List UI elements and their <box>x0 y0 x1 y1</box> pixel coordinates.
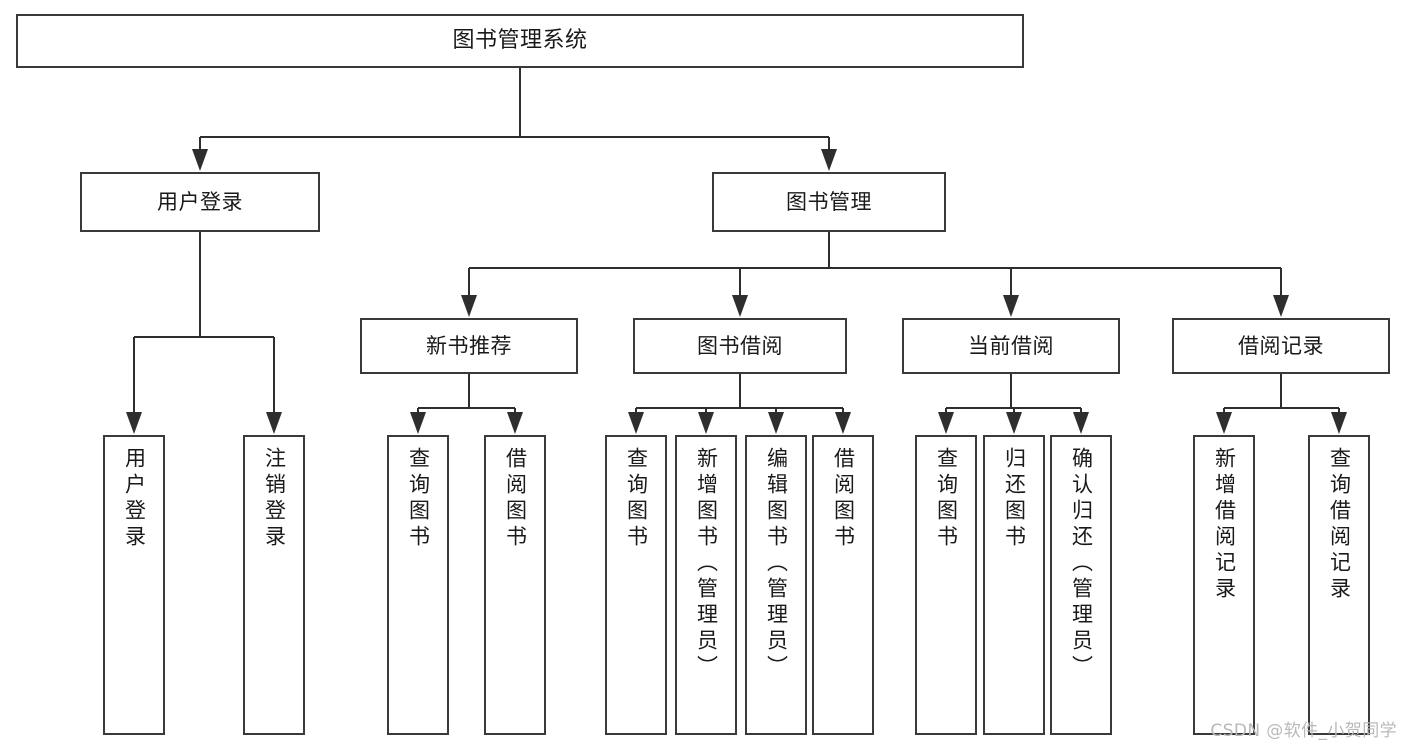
node-leaf-confirm-return[interactable]: 确认归还（管理员） <box>1050 435 1112 735</box>
node-book-manage[interactable]: 图书管理 <box>712 172 946 232</box>
node-label-root: 图书管理系统 <box>452 28 588 54</box>
node-leaf-borrow-book-rec[interactable]: 借阅图书 <box>484 435 546 735</box>
node-label-new-book-recommend: 新书推荐 <box>426 333 512 358</box>
node-label-book-manage: 图书管理 <box>786 189 872 214</box>
node-label-leaf-add-record: 新增借阅记录 <box>1212 447 1237 603</box>
node-label-leaf-user-login: 用户登录 <box>122 447 147 551</box>
node-label-leaf-query-book-rec: 查询图书 <box>406 447 431 551</box>
arrow-head-leaf-return-book <box>1006 412 1022 434</box>
node-new-book-recommend[interactable]: 新书推荐 <box>360 318 578 374</box>
arrow-head-leaf-query-book-current <box>938 412 954 434</box>
arrow-head-new-book-recommend <box>461 295 477 317</box>
node-borrow-record[interactable]: 借阅记录 <box>1172 318 1390 374</box>
node-label-user-login: 用户登录 <box>157 189 243 214</box>
node-label-leaf-borrow-book-rec: 借阅图书 <box>503 447 528 551</box>
node-root[interactable]: 图书管理系统 <box>16 14 1024 68</box>
node-leaf-borrow-book[interactable]: 借阅图书 <box>812 435 874 735</box>
node-user-login[interactable]: 用户登录 <box>80 172 320 232</box>
node-leaf-add-record[interactable]: 新增借阅记录 <box>1193 435 1255 735</box>
node-leaf-query-book-current[interactable]: 查询图书 <box>915 435 977 735</box>
node-label-leaf-add-book: 新增图书（管理员） <box>694 447 719 681</box>
node-leaf-edit-book[interactable]: 编辑图书（管理员） <box>745 435 807 735</box>
arrow-head-leaf-query-book-rec <box>410 412 426 434</box>
arrow-head-leaf-borrow-book <box>835 412 851 434</box>
node-current-borrow[interactable]: 当前借阅 <box>902 318 1120 374</box>
arrow-head-book-manage <box>821 149 837 171</box>
arrow-head-book-borrow <box>732 295 748 317</box>
node-label-leaf-query-record: 查询借阅记录 <box>1327 447 1352 603</box>
arrow-head-user-login <box>192 149 208 171</box>
watermark: CSDN @软件_小贺同学 <box>1210 721 1397 741</box>
node-leaf-logout[interactable]: 注销登录 <box>243 435 305 735</box>
node-label-borrow-record: 借阅记录 <box>1238 333 1324 358</box>
node-label-leaf-query-book-current: 查询图书 <box>934 447 959 551</box>
node-label-leaf-borrow-book: 借阅图书 <box>831 447 856 551</box>
node-leaf-return-book[interactable]: 归还图书 <box>983 435 1045 735</box>
arrow-head-leaf-edit-book <box>768 412 784 434</box>
node-leaf-add-book[interactable]: 新增图书（管理员） <box>675 435 737 735</box>
arrow-head-leaf-logout <box>266 412 282 434</box>
arrow-head-current-borrow <box>1003 295 1019 317</box>
arrow-head-leaf-user-login <box>126 412 142 434</box>
node-leaf-query-book-borrow[interactable]: 查询图书 <box>605 435 667 735</box>
node-label-current-borrow: 当前借阅 <box>968 333 1054 358</box>
node-leaf-user-login[interactable]: 用户登录 <box>103 435 165 735</box>
node-book-borrow[interactable]: 图书借阅 <box>633 318 847 374</box>
node-leaf-query-record[interactable]: 查询借阅记录 <box>1308 435 1370 735</box>
arrow-head-leaf-borrow-book-rec <box>507 412 523 434</box>
node-label-leaf-edit-book: 编辑图书（管理员） <box>764 447 789 681</box>
node-label-leaf-query-book-borrow: 查询图书 <box>624 447 649 551</box>
node-label-leaf-confirm-return: 确认归还（管理员） <box>1069 447 1094 681</box>
arrow-head-leaf-query-book-borrow <box>628 412 644 434</box>
node-label-leaf-logout: 注销登录 <box>262 447 287 551</box>
arrow-head-borrow-record <box>1273 295 1289 317</box>
arrow-head-leaf-confirm-return <box>1073 412 1089 434</box>
arrow-head-leaf-add-record <box>1216 412 1232 434</box>
node-label-leaf-return-book: 归还图书 <box>1002 447 1027 551</box>
arrow-head-leaf-query-record <box>1331 412 1347 434</box>
node-leaf-query-book-rec[interactable]: 查询图书 <box>387 435 449 735</box>
node-label-book-borrow: 图书借阅 <box>697 333 783 358</box>
arrow-head-leaf-add-book <box>698 412 714 434</box>
